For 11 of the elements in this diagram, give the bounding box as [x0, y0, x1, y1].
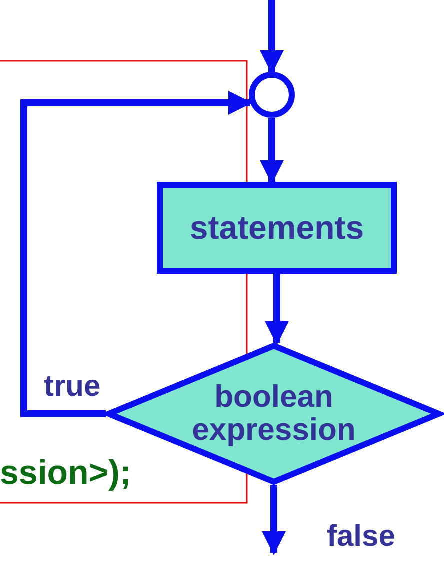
junction-circle	[249, 72, 295, 118]
code-text: ssion>);	[0, 454, 132, 493]
arrow	[260, 118, 284, 184]
process-box	[157, 182, 397, 274]
edge-label: false	[327, 520, 396, 554]
arrow	[262, 485, 286, 556]
arrow	[20, 91, 252, 418]
node-label: statements	[190, 210, 364, 246]
edge-label: true	[44, 370, 101, 404]
arrow	[265, 274, 289, 346]
arrow	[260, 0, 284, 74]
